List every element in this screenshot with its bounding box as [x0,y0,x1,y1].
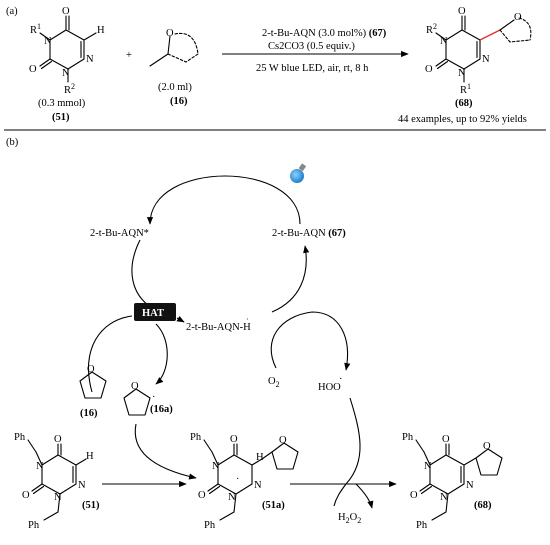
thf-radical-structure: O · [123,381,156,416]
scope-summary: 44 examples, up to 92% yields [398,114,527,125]
svg-text:O: O [410,490,418,501]
product-68b-number: (68) [474,500,492,511]
svg-text:·: · [236,474,240,485]
svg-text:O: O [131,381,139,392]
hoo-arc [333,397,361,507]
svg-text:N: N [36,461,44,472]
svg-text:N: N [458,68,466,79]
svg-text:R2: R2 [64,82,75,96]
hat-to-radical-arc [155,323,168,385]
reactant-51-structure: O H O R1 N N N R2 [29,6,105,96]
panel-a-label: (a) [6,6,18,17]
panel-b-label: (b) [6,137,19,148]
svg-text:R1: R1 [30,22,41,36]
cycle-left-arc [131,239,153,309]
svg-text:O: O [198,490,206,501]
ground-catalyst: 2-t-Bu-AQN (67) [272,228,346,239]
svg-text:N: N [440,492,448,503]
light-bulb-icon [290,163,307,183]
oxygen-arc [270,311,351,371]
svg-text:O: O [458,6,466,17]
svg-text:Ph: Ph [204,520,216,531]
reduced-catalyst: 2-t-Bu-AQN-H [186,322,251,333]
radical-dot-hoo: · [339,374,343,385]
svg-text:N: N [44,36,52,47]
svg-text:O: O [279,435,287,446]
oxygen-label: O2 [268,376,280,389]
svg-text:O: O [483,441,491,452]
svg-text:N: N [424,461,432,472]
conditions-base: Cs2CO3 (0.5 equiv.) [268,41,355,52]
svg-text:N: N [440,36,448,47]
reactant-51-number: (51) [52,112,70,123]
svg-text:N: N [482,54,490,65]
svg-text:N: N [212,461,220,472]
svg-text:O: O [442,434,450,445]
svg-text:N: N [62,68,70,79]
conditions-light: 25 W blue LED, air, rt, 8 h [256,63,369,74]
radical-dot-catalyst: · [246,315,249,324]
hat-label: HAT [142,308,164,319]
intermediate-51a-number: (51a) [262,500,285,511]
thf-structure: O [79,364,107,399]
conditions-catalyst: 2-t-Bu-AQN (3.0 mol%) (67) [262,28,387,39]
svg-text:O: O [62,6,70,17]
svg-text:O: O [87,364,95,375]
svg-text:N: N [54,492,62,503]
svg-text:R2: R2 [426,22,437,36]
svg-text:O: O [54,434,62,445]
svg-text:O: O [29,64,37,75]
svg-text:N: N [466,480,474,491]
svg-text:H: H [97,25,105,36]
thf-to-hat-arc [87,315,133,393]
svg-text:Ph: Ph [416,520,428,531]
svg-text:O: O [166,28,174,39]
h2o2-label: H2O2 [338,512,361,525]
radical-addition-arc [134,423,197,480]
thf-b-number: (16) [80,408,98,419]
excited-catalyst: 2-t-Bu-AQN* [90,228,149,239]
substrate-51-structure: O H O N N N Ph Ph [14,432,94,531]
cycle-right-arc [271,245,310,313]
svg-text:O: O [230,434,238,445]
svg-text:O: O [22,490,30,501]
svg-text:O: O [425,64,433,75]
svg-text:·: · [152,392,156,403]
svg-text:Ph: Ph [14,432,26,443]
svg-text:H: H [86,451,94,462]
svg-text:N: N [86,54,94,65]
product-68b-structure: O O O N N N Ph Ph [402,432,503,531]
svg-text:Ph: Ph [190,432,202,443]
thf-number: (16) [170,96,188,107]
excitation-arc [146,175,301,225]
svg-text:N: N [254,480,262,491]
new-bond [479,29,501,41]
intermediate-51a-structure: O H O O N N N · Ph Ph [190,432,299,531]
svg-text:Ph: Ph [402,432,414,443]
thf-reactant-structure: O [149,28,199,67]
hat-arrow [176,315,185,323]
svg-text:H: H [256,452,264,463]
h2o2-release-arc [355,483,374,509]
hydroperoxyl-label: HOO [318,382,341,393]
reactant-51-amount: (0.3 mmol) [38,98,86,109]
substrate-51-number: (51) [82,500,100,511]
svg-text:N: N [228,492,236,503]
svg-text:R1: R1 [460,82,471,96]
hat-box [134,303,176,321]
svg-text:O: O [514,12,522,23]
thf-amount: (2.0 ml) [158,82,192,93]
product-68-structure: O O O R2 N N N R1 [425,6,532,96]
svg-text:N: N [78,480,86,491]
svg-text:Ph: Ph [28,520,40,531]
plus-sign: + [126,50,132,61]
product-68-number: (68) [455,98,473,109]
thf-radical-number: (16a) [150,404,173,415]
